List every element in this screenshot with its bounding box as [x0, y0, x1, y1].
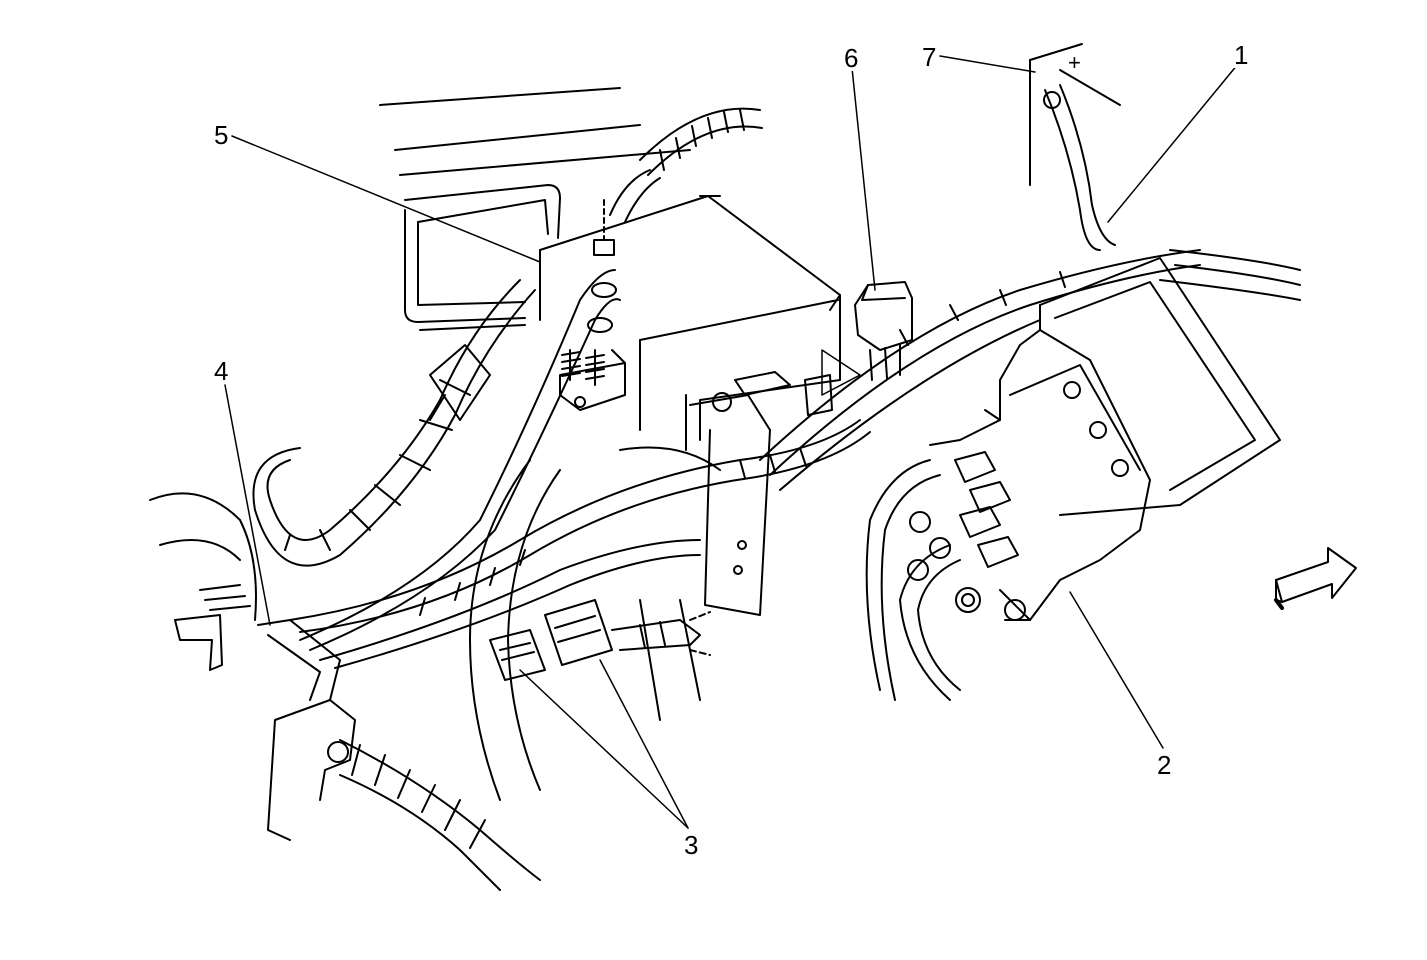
callout-5: 5 — [212, 120, 231, 150]
callout-1: 1 — [1232, 40, 1251, 70]
relay-center-box — [539, 195, 841, 451]
lower-hose — [327, 739, 541, 891]
mounting-bracket — [689, 371, 833, 616]
battery-cable — [1029, 43, 1121, 251]
callout-6: 6 — [842, 43, 861, 73]
callout-7: 7 — [920, 42, 939, 72]
right-wire-bundle — [759, 249, 1301, 491]
callout-3: 3 — [682, 830, 701, 860]
lower-structure — [469, 446, 721, 801]
left-bracket-block — [149, 492, 356, 841]
callout-2: 2 — [1155, 750, 1174, 780]
main-wire-bundle — [289, 269, 871, 669]
battery-positive-symbol: + — [1068, 50, 1081, 75]
callout-leaders — [224, 55, 1239, 829]
callout-4: 4 — [212, 356, 231, 386]
background-panel-outline — [379, 87, 691, 331]
brake-lines — [865, 451, 1019, 701]
upper-harness-conduit — [609, 107, 763, 223]
relay — [821, 281, 913, 396]
harness-connectors — [489, 599, 711, 681]
arrow-icon — [1274, 547, 1357, 610]
control-module — [929, 257, 1281, 621]
left-harness-loop — [252, 279, 536, 567]
